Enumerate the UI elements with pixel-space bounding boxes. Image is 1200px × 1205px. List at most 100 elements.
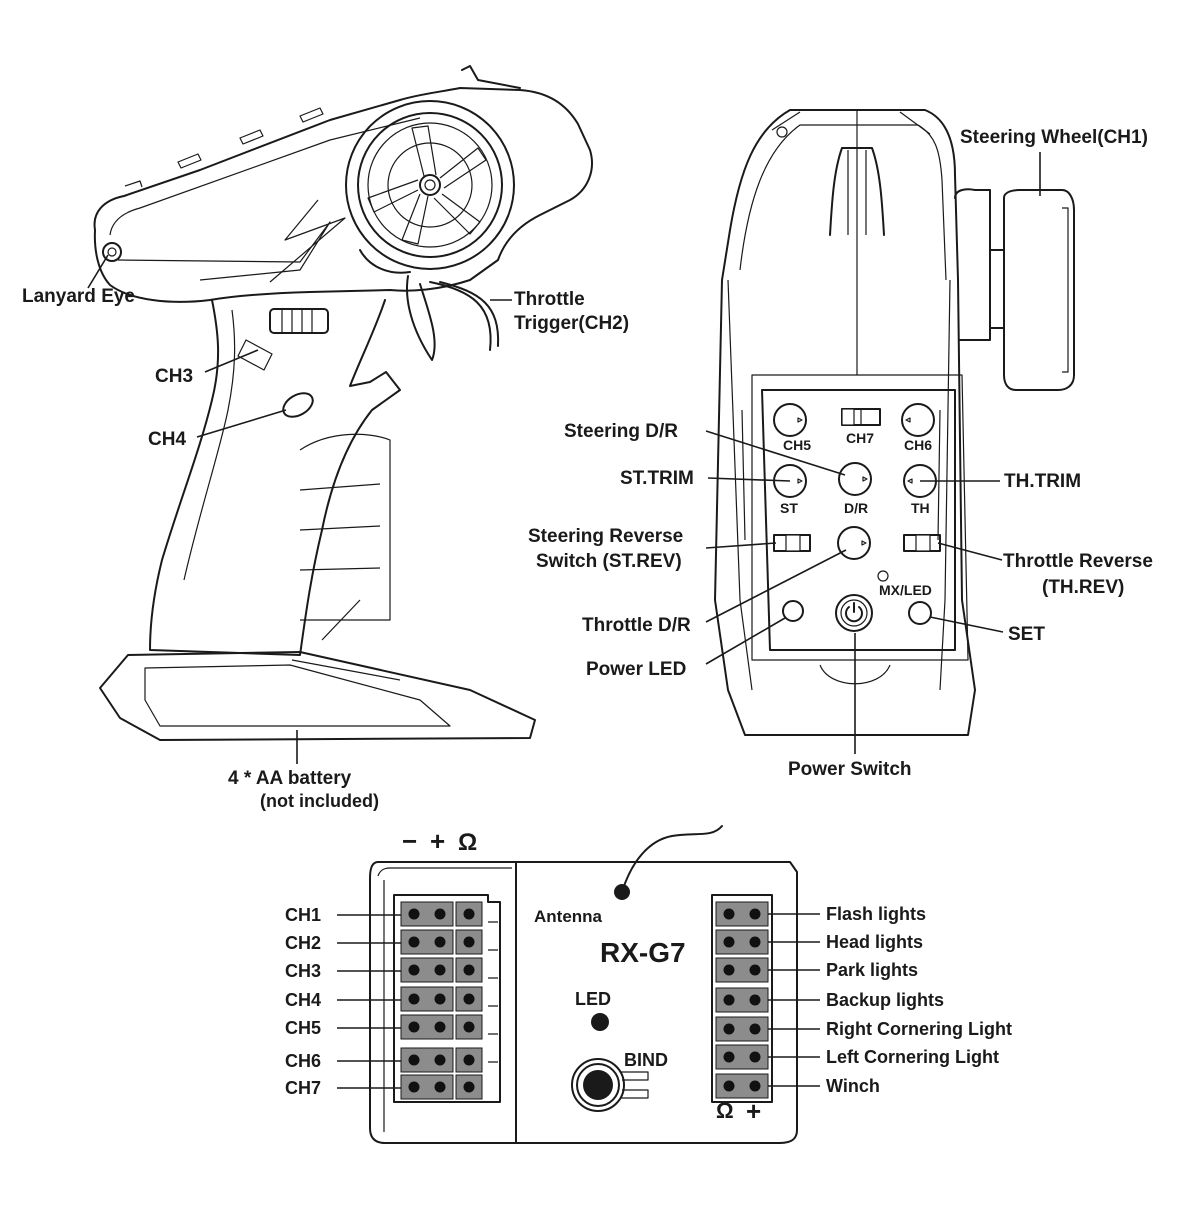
pin [463, 908, 475, 920]
pin [408, 1081, 420, 1093]
antenna-label: Antenna [534, 907, 603, 926]
receiver [369, 825, 798, 1144]
ch4-label: CH4 [148, 429, 186, 450]
throttle-trigger-label-line2: Trigger(CH2) [514, 313, 629, 334]
pin [723, 994, 735, 1006]
polarity-signal: Ω [458, 829, 477, 856]
channel-pin-row [400, 957, 483, 983]
power-led-label: Power LED [586, 659, 686, 680]
st-trim-label: ST.TRIM [620, 468, 694, 489]
output-pin-row [715, 1016, 769, 1042]
channel-pin-row [400, 1047, 483, 1073]
pin [749, 1023, 761, 1035]
channel-pin-row [400, 929, 483, 955]
pin [463, 1054, 475, 1066]
st-panel-label: ST [780, 500, 798, 516]
pin [463, 1081, 475, 1093]
transmitter-front-callouts [705, 152, 1041, 754]
th-panel-label: TH [911, 500, 930, 516]
output-pin-row [715, 929, 769, 955]
output-label: Right Cornering Light [826, 1019, 1012, 1039]
pin [749, 964, 761, 976]
channel-label-ch1: CH1 [285, 905, 321, 925]
dr-panel-label: D/R [844, 500, 868, 516]
pin [749, 908, 761, 920]
throttle-reverse-label-line1: Throttle Reverse [1003, 551, 1153, 572]
throttle-reverse-label-line2: (TH.REV) [1042, 577, 1124, 598]
output-label: Flash lights [826, 904, 926, 924]
pin [408, 1021, 420, 1033]
pin [723, 964, 735, 976]
set-label: SET [1008, 624, 1045, 645]
th-trim-label: TH.TRIM [1004, 471, 1081, 492]
channel-pin-row [400, 1074, 483, 1100]
output-pin-row [715, 957, 769, 983]
battery-label-line2: (not included) [260, 791, 379, 811]
power-switch-label: Power Switch [788, 759, 912, 780]
lanyard-eye-label: Lanyard Eye [22, 286, 135, 307]
output-polarity-signal: Ω [716, 1098, 734, 1123]
pin [463, 964, 475, 976]
pin [723, 1080, 735, 1092]
pin [463, 1021, 475, 1033]
polarity-plus: + [430, 826, 445, 856]
bind-button[interactable] [583, 1070, 613, 1100]
pin [434, 1081, 446, 1093]
pin [434, 964, 446, 976]
output-pin-row [715, 901, 769, 927]
receiver-labels: RX-G7 Antenna LED BIND − + Ω Ω + [402, 826, 761, 1126]
output-label: Winch [826, 1076, 880, 1096]
output-pin-row [715, 987, 769, 1013]
pin [463, 993, 475, 1005]
pin [434, 936, 446, 948]
battery-label-line1: 4 * AA battery [228, 768, 352, 789]
channel-label-ch5: CH5 [285, 1018, 321, 1038]
polarity-minus: − [402, 826, 417, 856]
output-label: Head lights [826, 932, 923, 952]
transmitter-side-callouts [87, 254, 512, 764]
steering-wheel-label: Steering Wheel(CH1) [960, 127, 1148, 148]
pin [434, 1054, 446, 1066]
output-pin-header [715, 901, 769, 1099]
output-pin-row [715, 1073, 769, 1099]
pin [723, 936, 735, 948]
steering-reverse-label-line2: Switch (ST.REV) [536, 551, 682, 572]
channel-label-ch7: CH7 [285, 1078, 321, 1098]
output-polarity-plus: + [746, 1096, 761, 1126]
pin [749, 936, 761, 948]
steering-reverse-label-line1: Steering Reverse [528, 526, 683, 547]
pin [463, 936, 475, 948]
pin [408, 964, 420, 976]
ch7-panel-label: CH7 [846, 430, 874, 446]
pin [723, 1051, 735, 1063]
pin [723, 908, 735, 920]
output-label: Left Cornering Light [826, 1047, 999, 1067]
ch3-label: CH3 [155, 366, 193, 387]
channel-label-ch6: CH6 [285, 1051, 321, 1071]
pin [408, 908, 420, 920]
output-label: Park lights [826, 960, 918, 980]
transmitter-front-labels: Steering Wheel(CH1) Steering D/R ST.TRIM… [528, 127, 1153, 780]
throttle-trigger-label-line1: Throttle [514, 289, 585, 310]
pin [408, 936, 420, 948]
output-label: Backup lights [826, 990, 944, 1010]
pin [434, 908, 446, 920]
led-label: LED [575, 989, 611, 1009]
transmitter-front-view [714, 109, 1075, 736]
channel-label-ch2: CH2 [285, 933, 321, 953]
transmitter-side-labels: Lanyard Eye Throttle Trigger(CH2) CH3 CH… [22, 286, 629, 811]
channel-pin-header [400, 901, 483, 1100]
pin [408, 1054, 420, 1066]
pin [434, 993, 446, 1005]
channel-pin-row [400, 1014, 483, 1040]
pin [434, 1021, 446, 1033]
channel-pin-row [400, 986, 483, 1012]
ch5-panel-label: CH5 [783, 437, 811, 453]
pin [408, 993, 420, 1005]
channel-label-ch4: CH4 [285, 990, 321, 1010]
pin [749, 994, 761, 1006]
pin [749, 1080, 761, 1092]
